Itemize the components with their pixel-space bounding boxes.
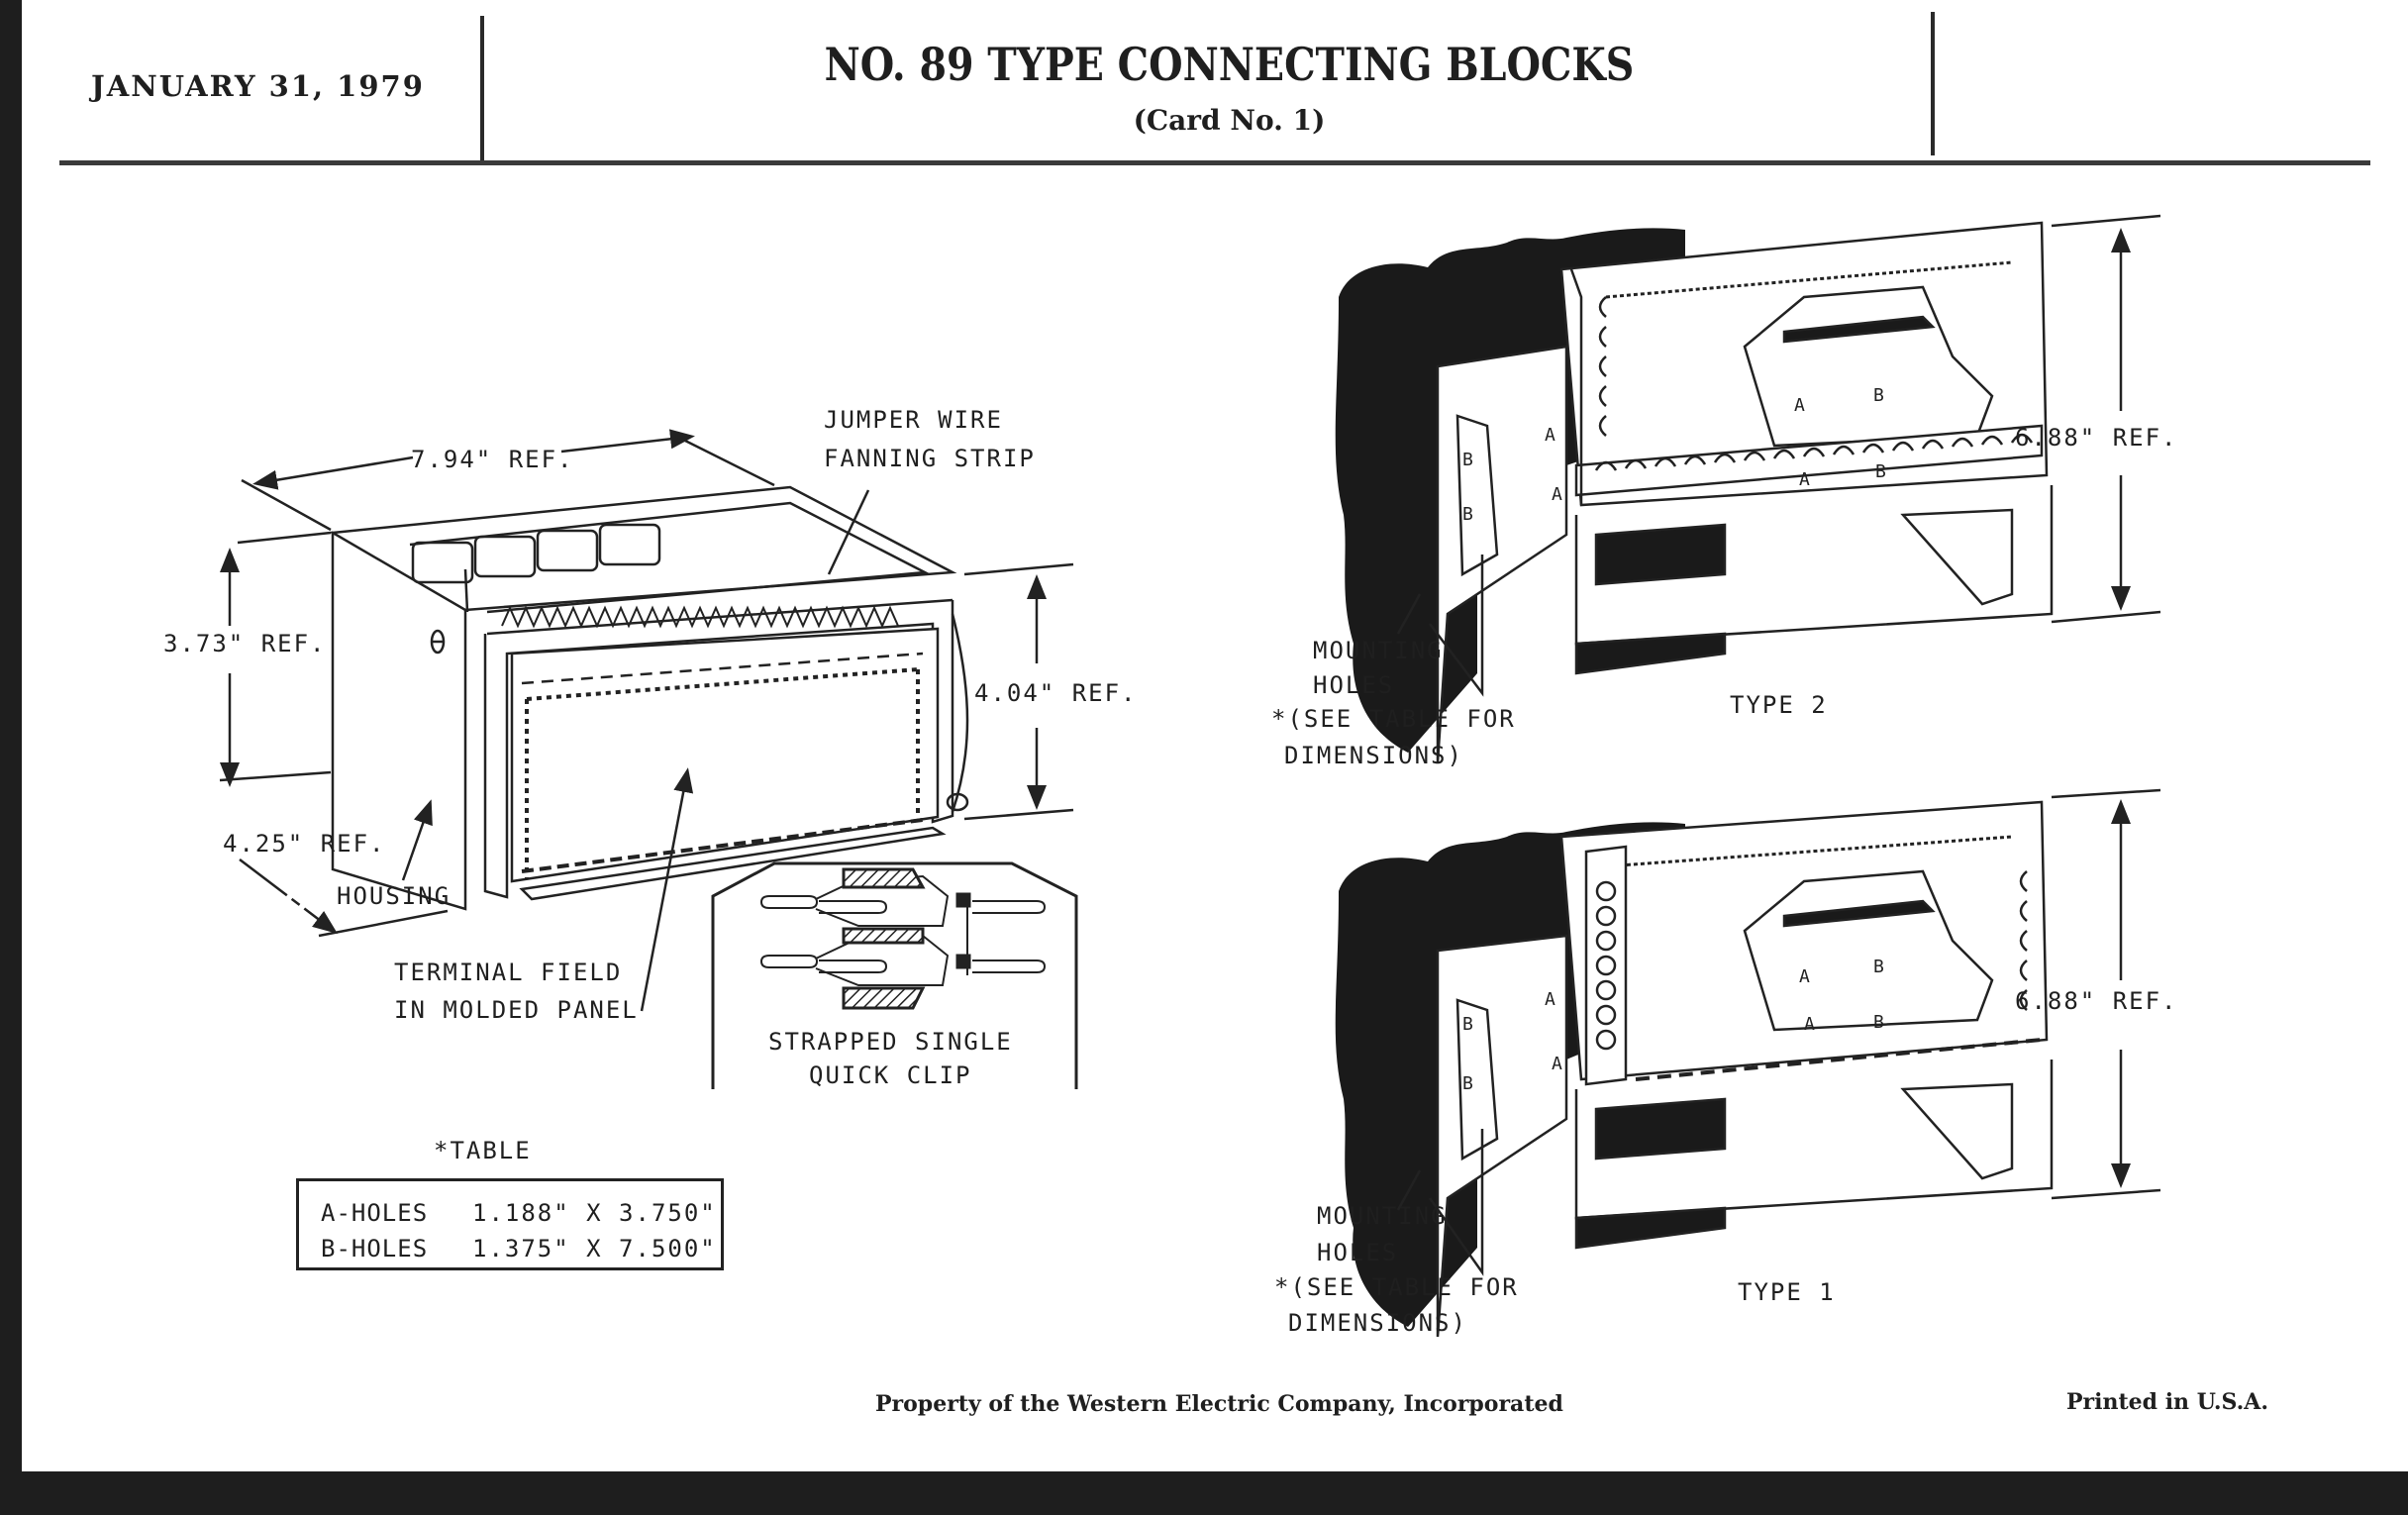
printed-notice: Printed in U.S.A. (2066, 1389, 2269, 1415)
type1-terminal-column (1595, 870, 2043, 1081)
hole-label-b: B (1462, 450, 1473, 470)
type2-callout-line3: *(SEE TABLE FOR (1271, 705, 1516, 733)
table-row-label: B-HOLES (321, 1235, 429, 1262)
terminal-field-callout-line2: IN MOLDED PANEL (394, 996, 639, 1024)
connecting-block-figure (329, 485, 969, 911)
type2-callout-line2: HOLES (1313, 671, 1395, 699)
dimension-width-label: 7.94" REF. (411, 446, 574, 473)
type1-callout-line1: MOUNTING (1317, 1202, 1448, 1230)
dimension-height-left-label: 3.73" REF. (163, 630, 327, 657)
left-dimension-lines (219, 429, 1074, 1012)
type1-dimension-label: 6.88" REF. (2015, 987, 2178, 1015)
type1-figure: A B A B A A B B (1335, 788, 2161, 1338)
card-number: (Card No. 1) (1133, 104, 1326, 137)
header-rule (59, 160, 2370, 165)
type2-figure: A B A B A A B B (1335, 214, 2161, 763)
issue-date: JANUARY 31, 1979 (91, 69, 425, 103)
drawings: A B A B A A B B (219, 214, 2161, 1338)
hole-label-a: A (1545, 989, 1555, 1010)
type1-callout-line3: *(SEE TABLE FOR (1274, 1273, 1519, 1301)
hole-label-b: B (1462, 1014, 1473, 1035)
hole-label-a: A (1794, 395, 1805, 416)
type2-label: TYPE 2 (1730, 691, 1828, 719)
type1-callout-line4: DIMENSIONS) (1288, 1309, 1467, 1337)
housing-callout: HOUSING (337, 882, 452, 910)
table-title: *TABLE (434, 1137, 532, 1164)
type1-label: TYPE 1 (1738, 1278, 1836, 1306)
page-title: NO. 89 TYPE CONNECTING BLOCKS (824, 38, 1635, 91)
dimension-depth-label: 4.25" REF. (223, 830, 386, 858)
dimension-height-right-label: 4.04" REF. (974, 679, 1138, 707)
type1-hole-labels: A B A B A A B B (1462, 957, 1884, 1094)
fanning-strip-callout-line1: JUMPER WIRE (824, 406, 1003, 434)
table-row-label: A-HOLES (321, 1199, 429, 1227)
hole-dimensions-table: A-HOLES 1.188" X 3.750" B-HOLES 1.375" X… (296, 1178, 724, 1270)
type1-callout-line2: HOLES (1317, 1239, 1399, 1266)
quick-clip-caption-line2: QUICK CLIP (809, 1061, 972, 1089)
type2-hole-labels: A B A B A A B B (1462, 385, 1886, 525)
hole-label-a: A (1804, 1014, 1815, 1035)
hole-label-b: B (1873, 1012, 1884, 1033)
reference-card: JANUARY 31, 1979 NO. 89 TYPE CONNECTING … (22, 0, 2408, 1471)
hole-label-b: B (1462, 1073, 1473, 1094)
hole-label-a: A (1552, 484, 1562, 505)
type2-dimension (1396, 214, 2161, 697)
header-divider-right (1931, 12, 1935, 155)
table-row-value: 1.375" X 7.500" (472, 1235, 717, 1262)
fanning-strip-teeth (501, 605, 899, 629)
type2-terminal-row (1594, 296, 2034, 471)
quick-clip-inset (711, 861, 1078, 1089)
hole-label-a: A (1799, 469, 1810, 490)
type2-callout-line1: MOUNTING (1313, 637, 1444, 664)
type2-dimension-label: 6.88" REF. (2015, 424, 2178, 452)
hole-label-a: A (1552, 1054, 1562, 1074)
hole-label-a: A (1545, 425, 1555, 446)
hole-label-b: B (1873, 957, 1884, 977)
property-notice: Property of the Western Electric Company… (875, 1391, 1563, 1417)
type2-callout-line4: DIMENSIONS) (1284, 742, 1463, 769)
terminal-field-callout-line1: TERMINAL FIELD (394, 959, 623, 986)
hole-label-b: B (1462, 504, 1473, 525)
quick-clip-caption-line1: STRAPPED SINGLE (768, 1028, 1013, 1056)
table-row-value: 1.188" X 3.750" (472, 1199, 717, 1227)
hole-label-b: B (1873, 385, 1884, 406)
hole-label-a: A (1799, 966, 1810, 987)
header-divider-left (480, 16, 484, 162)
type1-dimension (1396, 788, 2161, 1276)
fanning-strip-callout-line2: FANNING STRIP (824, 445, 1036, 472)
hole-label-b: B (1875, 461, 1886, 482)
